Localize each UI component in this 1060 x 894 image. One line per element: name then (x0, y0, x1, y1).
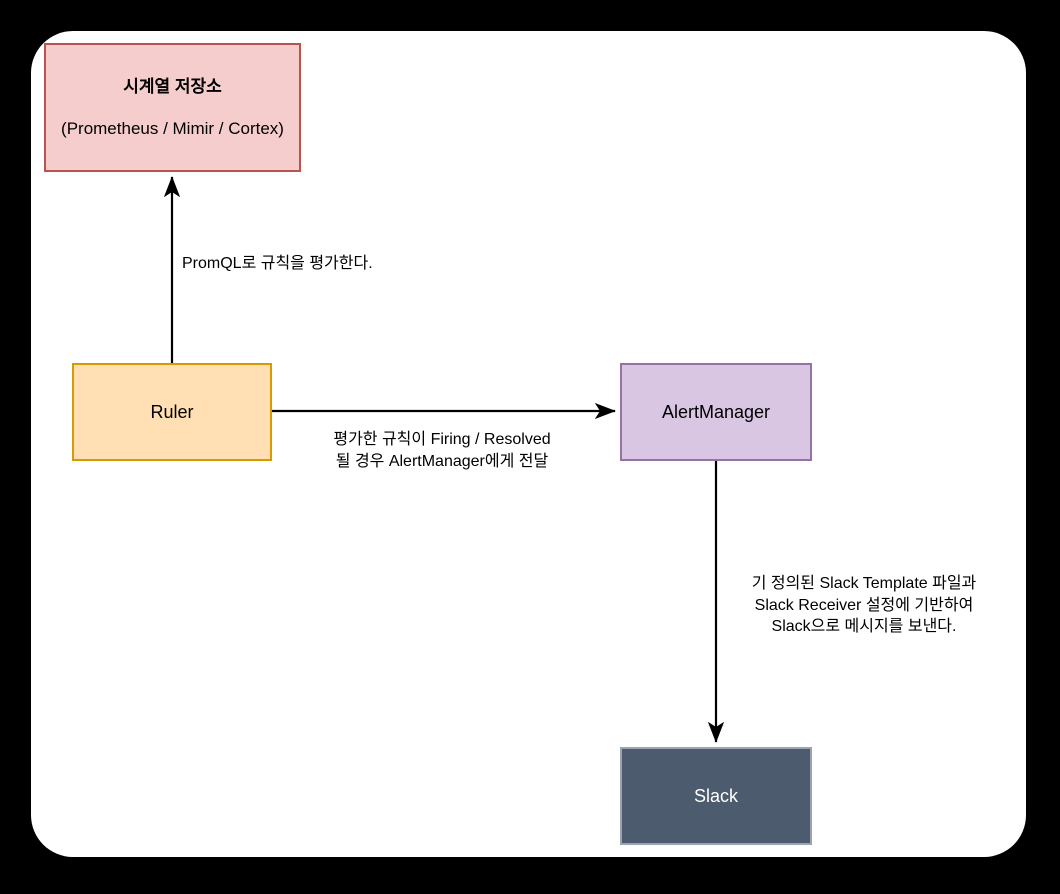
edge-label-ruler-to-tsdb: PromQL로 규칙을 평가한다. (182, 255, 373, 272)
node-slack[interactable]: Slack (620, 747, 812, 845)
node-alertmanager[interactable]: AlertManager (620, 363, 812, 461)
edge-label-ruler-to-alertmanager: 평가한 규칙이 Firing / Resolved 될 경우 AlertMana… (333, 431, 551, 470)
node-timeseries-store-label: 시계열 저장소 (Prometheus / Mimir / Cortex) (61, 54, 284, 160)
node-alertmanager-label: AlertManager (661, 401, 771, 422)
edge-label-alertmanager-to-slack: 기 정의된 Slack Template 파일과 Slack Receiver … (751, 575, 977, 636)
node-timeseries-store[interactable]: 시계열 저장소 (Prometheus / Mimir / Cortex) (44, 43, 301, 172)
node-ruler[interactable]: Ruler (72, 363, 272, 461)
node-timeseries-store-subtitle: (Prometheus / Mimir / Cortex) (61, 119, 284, 139)
node-timeseries-store-title: 시계열 저장소 (123, 76, 222, 96)
node-slack-label: Slack (693, 785, 738, 806)
node-ruler-label: Ruler (150, 401, 194, 422)
